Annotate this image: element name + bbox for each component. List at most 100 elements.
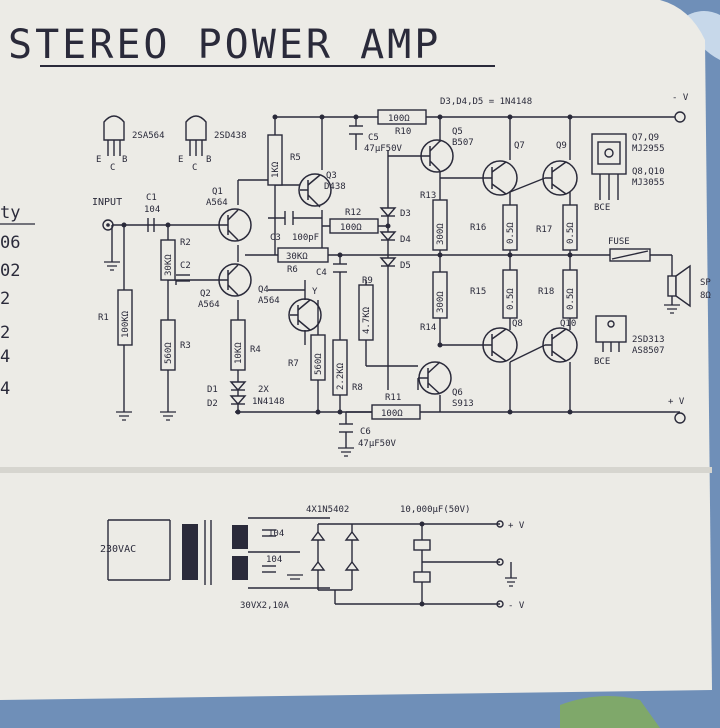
pinout-to3: BCE Q7,Q9 MJ2955 Q8,Q10 MJ3055 [591, 133, 665, 213]
resistor-r10: 100Ω R10 [377, 109, 427, 137]
to3-bce: BCE [594, 203, 610, 213]
r16-value: 0.5Ω [506, 222, 516, 244]
paper [0, 0, 712, 700]
resistor-r12: 100Ω R12 [329, 208, 379, 234]
q9-name: Q9 [556, 141, 567, 151]
ps-cap-bottom-label: 104 [266, 555, 282, 565]
d2-label: D2 [207, 399, 218, 409]
r11-name: R11 [385, 393, 401, 403]
terminal-top: - V [672, 93, 689, 123]
wiring [111, 116, 675, 448]
transistor-q8: Q8 [478, 319, 523, 363]
pin-e-label: E [96, 155, 101, 165]
r9-name: R9 [362, 276, 373, 286]
r2-value: 30KΩ [164, 254, 174, 276]
pinout-right-part: 2SD438 [214, 131, 247, 141]
resistor-r3: 560Ω R3 [160, 319, 191, 371]
r1-name: R1 [98, 313, 109, 323]
resistor-r11: 100Ω R11 [371, 393, 421, 420]
pin-c-label: C [192, 163, 197, 173]
r5-name: R5 [290, 153, 301, 163]
input-jack: INPUT [92, 197, 122, 231]
r2-name: R2 [180, 238, 191, 248]
resistor-r7: 560Ω R7 [288, 334, 326, 381]
transistor-q6: Q6 S913 [418, 361, 474, 409]
r3-name: R3 [180, 341, 191, 351]
r4-name: R4 [250, 345, 261, 355]
transistor-q1: Q1 A564 [206, 187, 252, 242]
q4-part: A564 [258, 296, 280, 306]
pin-b-label: B [206, 155, 211, 165]
small-part-1: 2SD313 [632, 335, 665, 345]
r15-value: 0.5Ω [506, 288, 516, 310]
transistor-q5: Q5 B507 [420, 127, 474, 173]
capacitor-c4: C4 [316, 263, 347, 278]
c3-value: 100pF [292, 233, 319, 243]
transistor-q7: Q7 [478, 141, 525, 196]
to126-bce: BCE [594, 357, 610, 367]
ps-minus-v-label: - V [508, 601, 525, 611]
power-supply: 230VAC 30VX2,10A 104 104 [100, 505, 525, 611]
y-mark: Y [312, 287, 318, 297]
resistor-r15: 0.5Ω R15 [470, 269, 518, 319]
c3-name: C3 [270, 233, 281, 243]
side-text-line: 2 [0, 289, 10, 309]
resistor-r17: 0.5Ω R17 [536, 204, 578, 251]
q810-names: Q8,Q10 [632, 167, 665, 177]
d4-label: D4 [400, 235, 411, 245]
r1-value: 100KΩ [121, 310, 131, 338]
v-top-label: - V [672, 93, 689, 103]
r7-value: 560Ω [314, 353, 324, 375]
pin-c-label: C [110, 163, 115, 173]
d12-note: 2X [258, 385, 269, 395]
filter-caps-label: 10,000µF(50V) [400, 505, 470, 515]
fuse: FUSE [608, 237, 651, 262]
capacitor-c5: C5 47µF50V [349, 125, 403, 154]
side-text: ty 06 02 2 2 4 4 [0, 203, 35, 399]
r5-value: 1KΩ [271, 161, 281, 178]
pinout-to126: BCE 2SD313 AS8507 [594, 315, 665, 367]
capacitor-c1: C1 104 [144, 193, 160, 232]
capacitor-c2: C2 [176, 261, 191, 282]
q5-part: B507 [452, 138, 474, 148]
ground-symbols [104, 261, 680, 587]
r18-name: R18 [538, 287, 554, 297]
r18-value: 0.5Ω [566, 288, 576, 310]
r10-name: R10 [395, 127, 411, 137]
resistor-r18: 0.5Ω R18 [538, 269, 578, 319]
d5-label: D5 [400, 261, 411, 271]
small-part-2: AS8507 [632, 346, 665, 356]
pin-e-label: E [178, 155, 183, 165]
q3-name: Q3 [326, 171, 337, 181]
ps-cap-top-label: 104 [268, 529, 284, 539]
q810-part: MJ3055 [632, 178, 665, 188]
c6-value: 47µF50V [358, 439, 397, 449]
resistor-r13: 300Ω R13 [420, 191, 448, 251]
resistor-r14: 300Ω R14 [420, 271, 448, 333]
side-text-line: ty [0, 203, 20, 223]
c5-value: 47µF50V [364, 144, 403, 154]
pinout-left-part: 2SA564 [132, 131, 165, 141]
transistor-q9: Q9 [542, 141, 578, 196]
q10-name: Q10 [560, 319, 576, 329]
d3-label: D3 [400, 209, 411, 219]
side-text-line: 2 [0, 323, 10, 343]
plus-v-label: + V [668, 397, 685, 407]
r15-name: R15 [470, 287, 486, 297]
r11-value: 100Ω [381, 409, 403, 419]
q1-part: A564 [206, 198, 228, 208]
resistor-r16: 0.5Ω R16 [470, 204, 518, 251]
pinout-2sd438: 2SD438 E C B [178, 115, 247, 173]
r13-name: R13 [420, 191, 436, 201]
speaker-bottom-label: 8Ω [700, 291, 711, 301]
speaker-top-label: SP [700, 278, 711, 288]
r10-value: 100Ω [388, 114, 410, 124]
resistor-r4: 10KΩ R4 [230, 319, 261, 371]
side-text-line: 4 [0, 347, 10, 367]
r3-value: 560Ω [164, 342, 174, 364]
r12-value: 100Ω [340, 223, 362, 233]
side-text-line: 02 [0, 261, 20, 281]
capacitor-c6: C6 47µF50V [339, 423, 397, 449]
diodes-d1-d2: D1 D2 2X 1N4148 [207, 381, 285, 409]
